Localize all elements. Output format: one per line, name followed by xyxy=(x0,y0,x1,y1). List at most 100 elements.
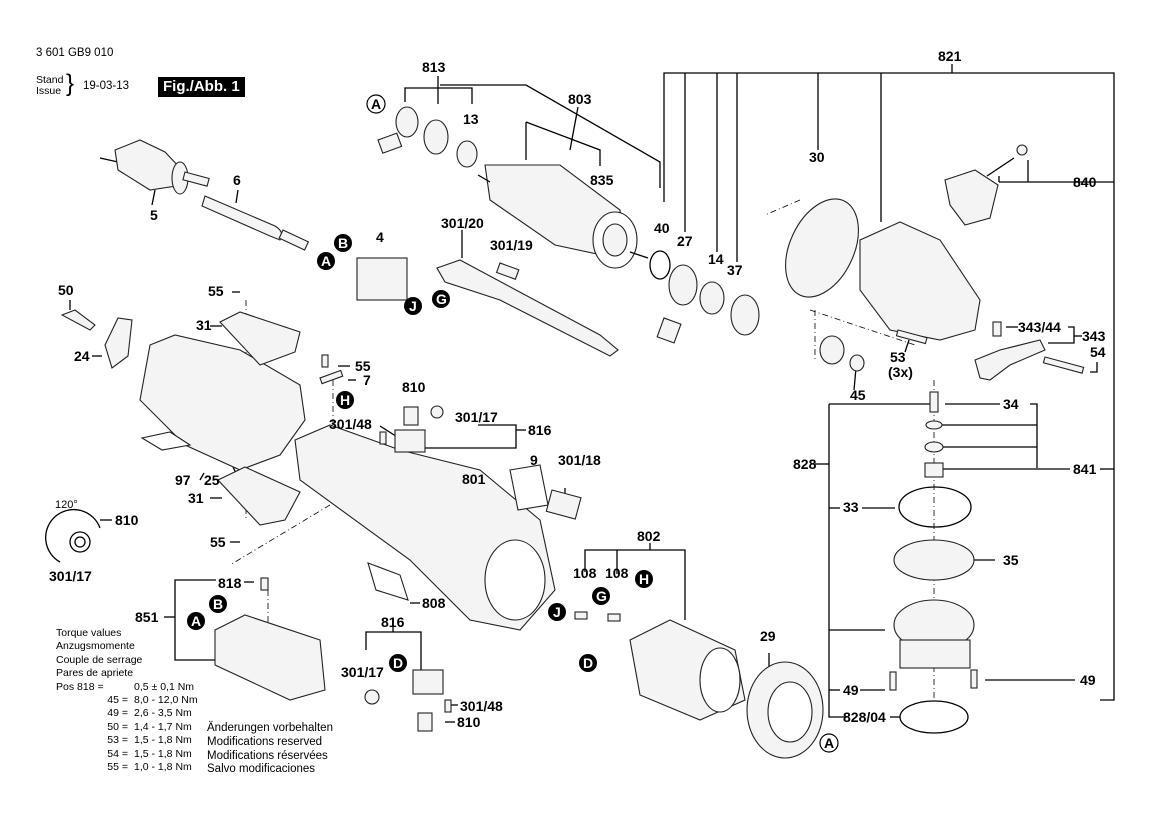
note-es: Salvo modificaciones xyxy=(207,763,316,776)
terminal-108-b xyxy=(607,613,621,622)
label-821: 821 xyxy=(938,48,962,64)
sleeve-841-3 xyxy=(924,462,944,478)
pin-34 xyxy=(929,391,939,413)
label-49-right: 49 xyxy=(1080,672,1096,688)
document-number: 3 601 GB9 010 xyxy=(36,47,114,59)
leader-lines xyxy=(69,64,1115,723)
note-de: Änderungen vorbehalten xyxy=(207,722,333,734)
callout-d-brush: D xyxy=(389,654,407,672)
svg-text:A: A xyxy=(371,96,381,112)
bearing-813-1 xyxy=(395,106,419,138)
torque-title-en: Torque values xyxy=(56,627,122,639)
part-illustrations xyxy=(45,106,1085,759)
label-810-top: 810 xyxy=(402,379,426,395)
callout-g-switch: G xyxy=(432,290,450,308)
spring-coil-301-17 xyxy=(45,508,101,563)
svg-text:D: D xyxy=(583,655,593,671)
washer-841-1 xyxy=(925,420,943,430)
label-828: 828 xyxy=(793,456,817,472)
stand-issue-label: Stand Issue xyxy=(36,75,63,97)
switch-part-4 xyxy=(356,257,408,301)
gasket-35 xyxy=(893,539,975,581)
label-810-bottom: 810 xyxy=(457,714,481,730)
screw-54 xyxy=(1042,356,1085,374)
torque-value: 1,0 - 1,8 Nm xyxy=(134,761,192,774)
label-97: 97 xyxy=(175,472,191,488)
label-55-bottom: 55 xyxy=(210,534,226,550)
spring-840 xyxy=(1016,144,1028,156)
label-53: 53 xyxy=(890,349,906,365)
connection-callouts: A A B A G J H B A D J G H D xyxy=(187,94,839,753)
plug-part-5 xyxy=(99,139,210,195)
spindle-lock-840 xyxy=(944,169,999,226)
label-97 xyxy=(140,431,192,451)
nut-45 xyxy=(849,354,865,372)
guard-30 xyxy=(785,198,859,298)
label-24: 24 xyxy=(74,348,90,364)
screw-49-left xyxy=(889,671,897,691)
torque-title-de: Anzugsmomente xyxy=(56,640,135,653)
o-ring-828-04 xyxy=(899,700,969,734)
label-828-04: 828/04 xyxy=(843,709,886,725)
label-35: 35 xyxy=(1003,552,1019,568)
clamp-7 xyxy=(319,369,344,385)
label-30: 30 xyxy=(809,149,825,165)
label-33: 33 xyxy=(843,499,859,515)
spring-301-19 xyxy=(495,262,520,280)
cover-plate-31-bottom xyxy=(217,466,301,526)
label-301-48-bottom: 301/48 xyxy=(460,698,503,714)
torque-row: 49 =2,6 - 3,5 Nm xyxy=(56,707,198,720)
svg-text:G: G xyxy=(436,291,447,307)
svg-text:A: A xyxy=(321,253,331,269)
label-816-top: 816 xyxy=(528,422,552,438)
torque-value: 1,5 - 1,8 Nm xyxy=(134,734,192,747)
torque-row: 55 = 1,0 - 1,8 Nm xyxy=(56,761,198,774)
label-108-b: 108 xyxy=(605,565,629,581)
part-301-18 xyxy=(545,489,582,520)
label-14: 14 xyxy=(708,251,724,267)
torque-row: 45 =8,0 - 12,0 Nm xyxy=(56,694,197,707)
callout-b-carrier: B xyxy=(209,595,227,613)
brush-810-top xyxy=(403,406,419,426)
lever-343 xyxy=(974,339,1046,381)
svg-text:A: A xyxy=(824,735,834,751)
flange xyxy=(899,639,971,669)
label-29: 29 xyxy=(760,628,776,644)
callout-a-carrier: A xyxy=(187,612,205,630)
label-835: 835 xyxy=(590,172,614,188)
svg-text:H: H xyxy=(340,392,350,408)
torque-value: 1,4 - 1,7 Nm xyxy=(134,720,192,733)
end-cap-24 xyxy=(104,317,133,369)
pin-840 xyxy=(986,157,1015,177)
o-ring-33 xyxy=(898,486,972,528)
torque-pos: 49 = xyxy=(107,707,128,720)
label-55-top: 55 xyxy=(208,283,224,299)
torque-title-es: Pares de apriete xyxy=(56,667,134,680)
brush-holder-816-bottom xyxy=(412,669,444,695)
label-816-bottom: 816 xyxy=(381,614,405,630)
label-5: 5 xyxy=(150,207,158,223)
cable-sleeve-part-6 xyxy=(201,195,283,241)
armature-part-835 xyxy=(477,164,649,269)
torque-pos: 53 = xyxy=(107,734,128,747)
label-841: 841 xyxy=(1073,461,1097,477)
label-6: 6 xyxy=(233,172,241,188)
rear-cover-part-25 xyxy=(139,334,306,471)
svg-text:D: D xyxy=(393,655,403,671)
torque-row: 50 =1,4 - 1,7 Nm xyxy=(56,721,198,734)
torque-pos: 55 = xyxy=(107,761,128,774)
label-34: 34 xyxy=(1003,396,1019,412)
issue-date: 19-03-13 xyxy=(83,80,130,92)
part-number-labels: 813 803 13 835 821 30 840 40 27 14 37 6 … xyxy=(49,48,1106,730)
label-37: 37 xyxy=(727,262,743,278)
note-fr: Modifications réservées xyxy=(207,749,328,762)
label-53-qty: (3x) xyxy=(888,364,913,380)
screw-301-48-bottom xyxy=(444,699,452,713)
spring-343-44 xyxy=(992,321,1002,337)
label-13: 13 xyxy=(463,111,479,127)
modification-notes: Änderungen vorbehalten Modifications res… xyxy=(207,722,333,777)
label-808 xyxy=(367,562,409,601)
torque-title-fr: Couple de serrage xyxy=(56,653,143,666)
issue-label: Issue xyxy=(36,85,62,97)
